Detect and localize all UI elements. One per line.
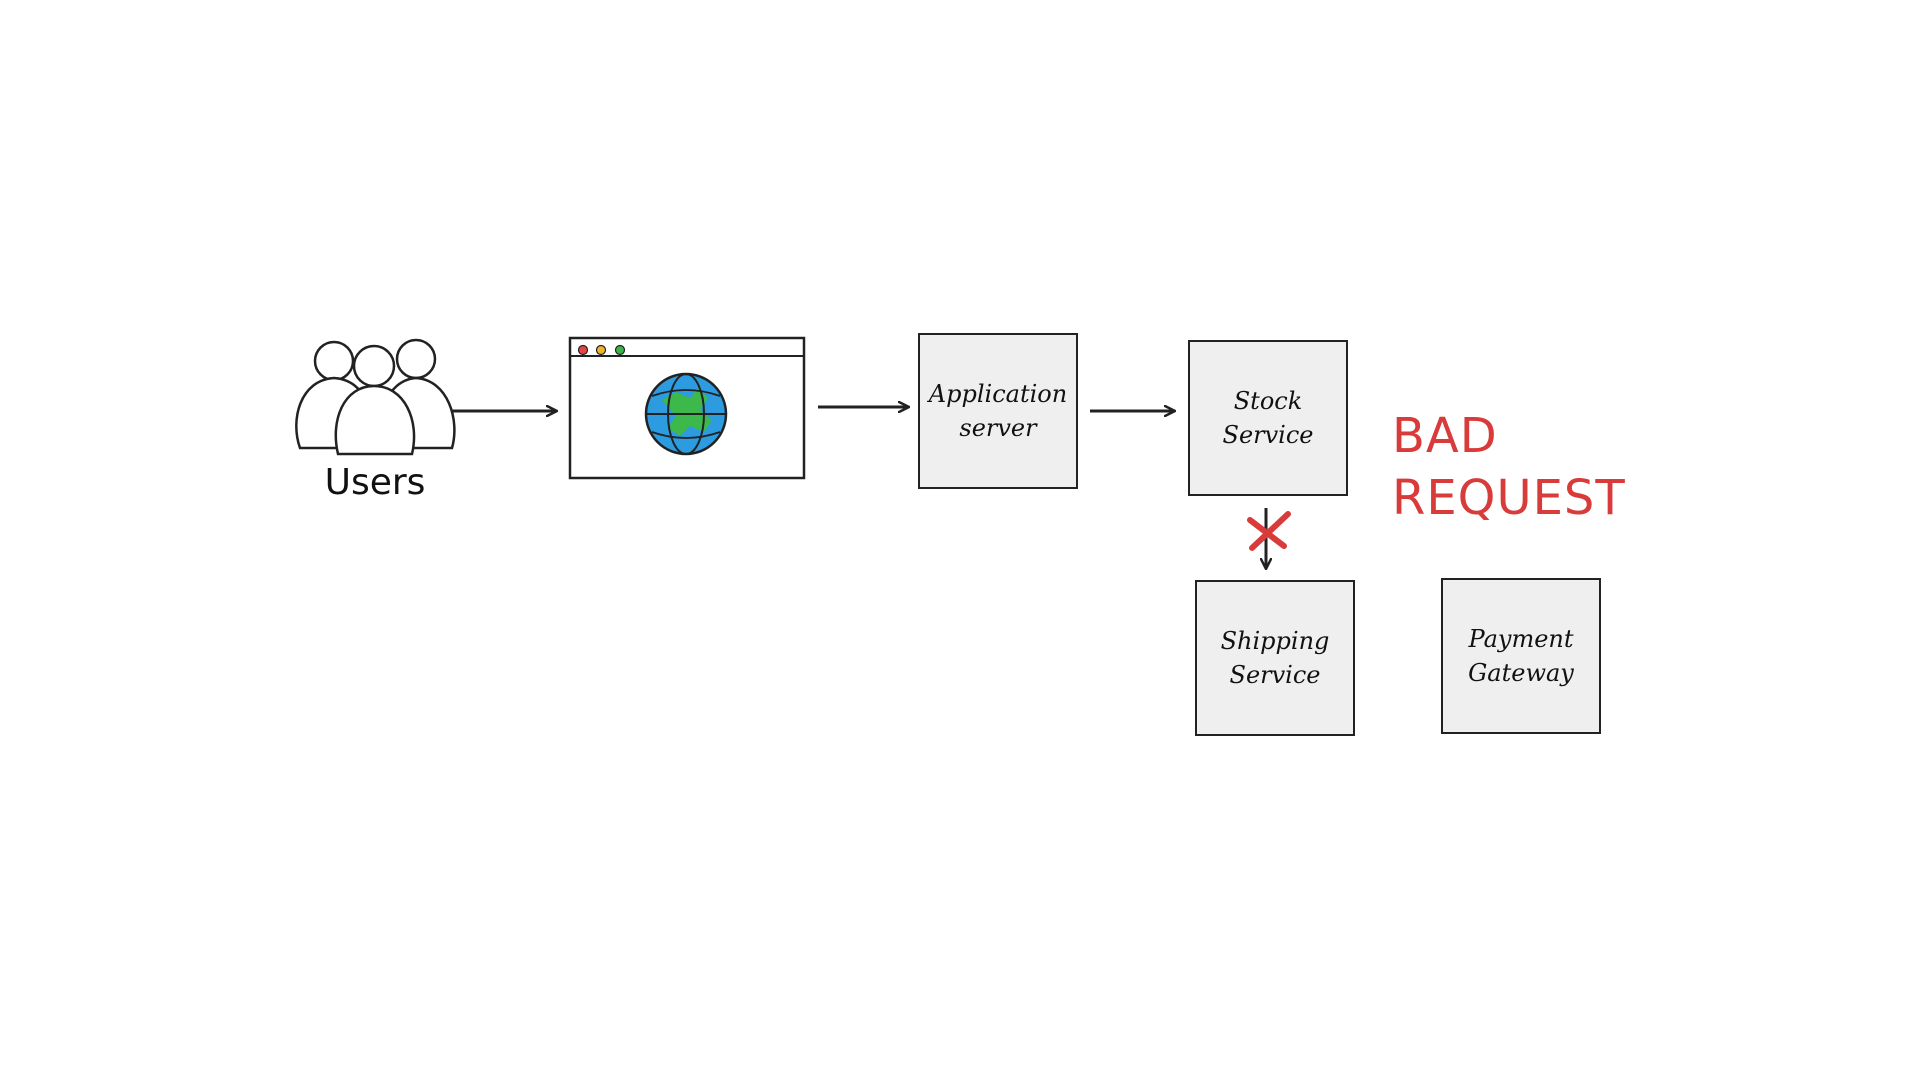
globe-icon (644, 372, 728, 456)
payment-gateway-label-line2: Gateway (1468, 659, 1574, 687)
application-server-node: Application server (918, 333, 1078, 489)
application-server-label-line2: server (959, 414, 1037, 442)
users-label: Users (324, 462, 426, 503)
shipping-service-label-line2: Service (1229, 661, 1321, 689)
shipping-service-label-line1: Shipping (1220, 627, 1330, 655)
bad-request-line1: BAD (1392, 408, 1498, 464)
users-group-icon (295, 338, 456, 456)
payment-gateway-label-line1: Payment (1468, 625, 1574, 653)
bad-request-line2: REQUEST (1392, 470, 1626, 526)
application-server-label-line1: Application (928, 380, 1068, 408)
bad-request-status: BAD REQUEST (1392, 405, 1626, 529)
stock-service-node: Stock Service (1188, 340, 1348, 496)
stock-service-label-line2: Service (1222, 421, 1314, 449)
payment-gateway-node: Payment Gateway (1441, 578, 1601, 734)
error-x-icon (1247, 511, 1291, 551)
shipping-service-node: Shipping Service (1195, 580, 1355, 736)
stock-service-label-line1: Stock (1233, 387, 1303, 415)
